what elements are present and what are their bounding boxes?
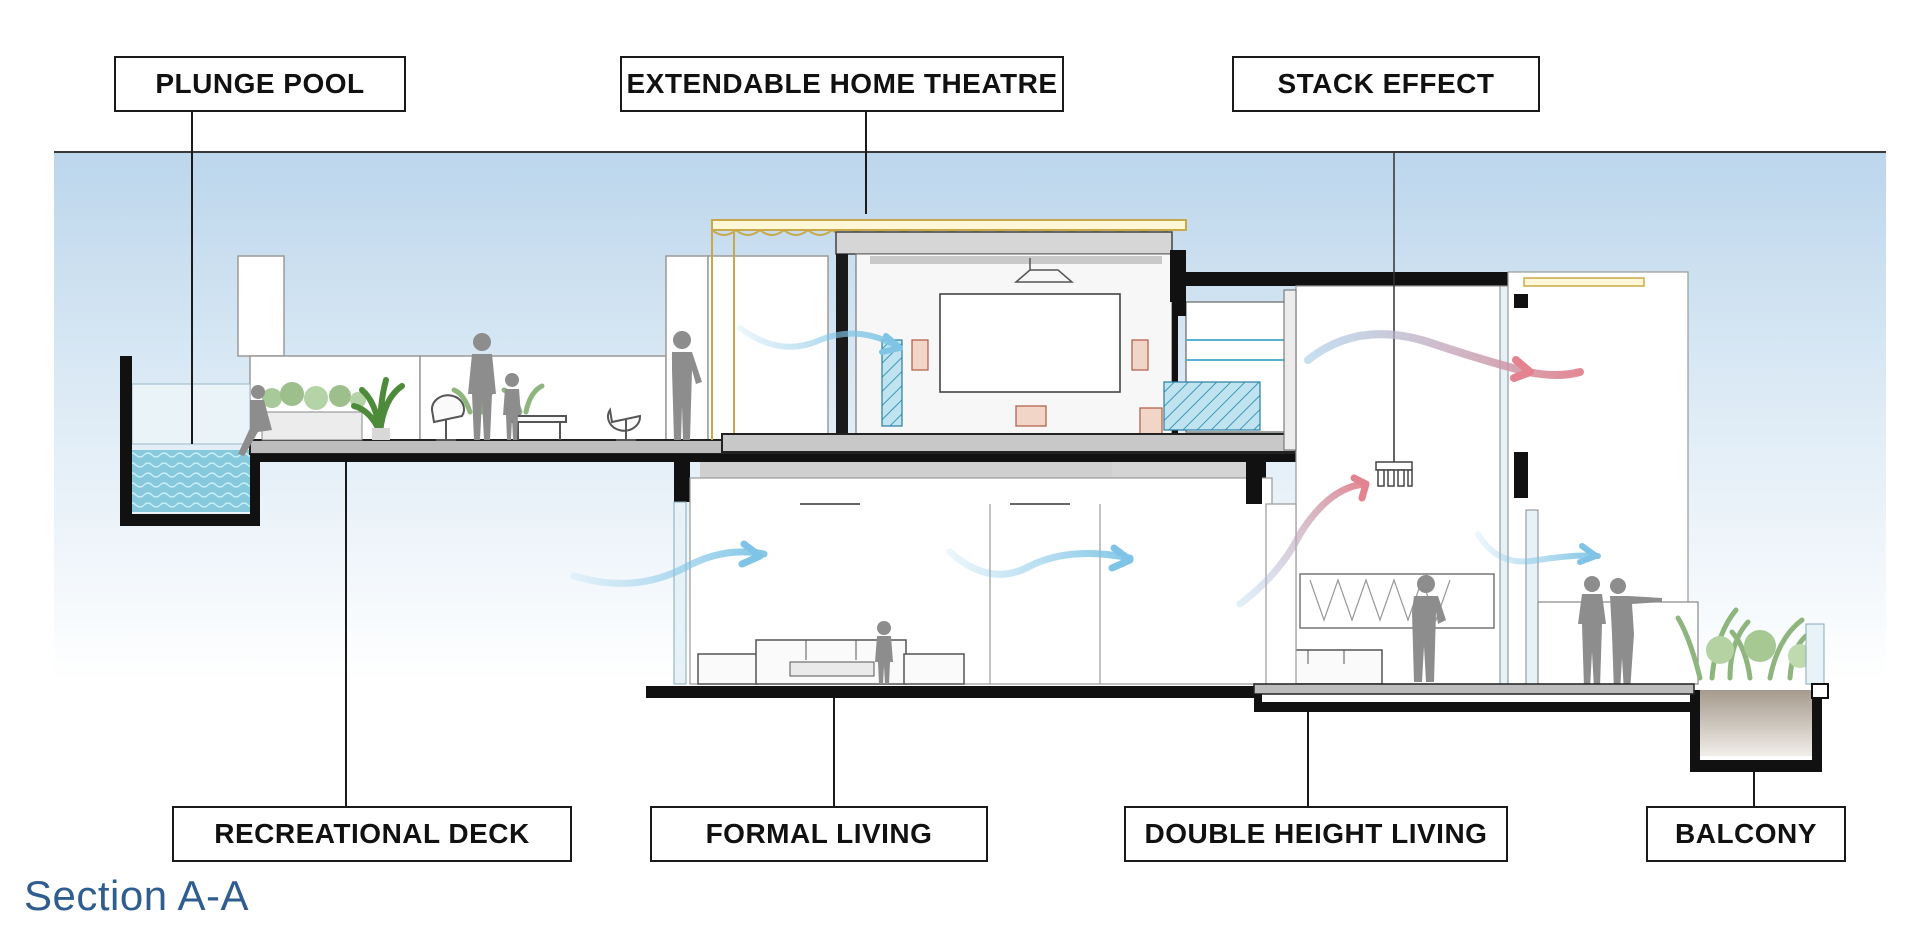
ground-slab bbox=[646, 686, 1254, 698]
balcony-planter bbox=[1675, 607, 1829, 772]
double-height-roof bbox=[1178, 272, 1540, 286]
leader-lines bbox=[191, 112, 1755, 806]
deck-furniture bbox=[430, 394, 642, 441]
deck-planter bbox=[261, 377, 545, 441]
label-formal-living: FORMAL LIVING bbox=[650, 806, 988, 862]
balcony-room bbox=[1507, 271, 1699, 692]
label-recreational-deck: RECREATIONAL DECK bbox=[172, 806, 572, 862]
label-plunge-pool: PLUNGE POOL bbox=[114, 56, 406, 112]
people-silhouettes bbox=[238, 331, 702, 456]
label-extendable-home-theatre: EXTENDABLE HOME THEATRE bbox=[620, 56, 1064, 112]
label-double-height-living: DOUBLE HEIGHT LIVING bbox=[1124, 806, 1508, 862]
section-title: Section A-A bbox=[24, 872, 249, 919]
theatre-floor-slab bbox=[721, 433, 1297, 453]
label-stack-effect: STACK EFFECT bbox=[1232, 56, 1540, 112]
home-theatre-volume bbox=[711, 219, 1291, 440]
formal-living-room bbox=[673, 477, 1273, 685]
airflow-arrows bbox=[570, 325, 1601, 608]
label-balcony: BALCONY bbox=[1646, 806, 1846, 862]
